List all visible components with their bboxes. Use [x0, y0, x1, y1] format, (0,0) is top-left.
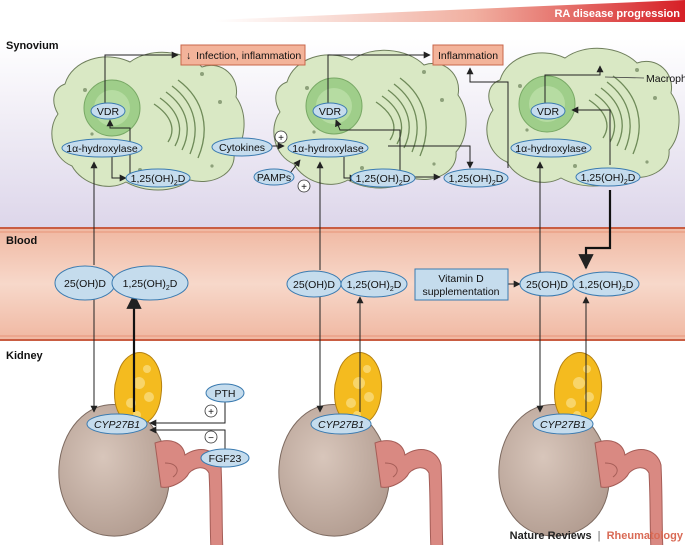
progression-label: RA disease progression	[554, 8, 680, 20]
cytokines-node: Cytokines	[211, 137, 273, 157]
svg-text:VDR: VDR	[537, 106, 560, 118]
svg-text:1α-hydroxylase: 1α-hydroxylase	[66, 143, 138, 155]
calcidiol-blood-2: 25(OH)D	[286, 270, 342, 298]
macrophage-cell-2	[273, 49, 467, 189]
svg-text:1α-hydroxylase: 1α-hydroxylase	[292, 143, 364, 155]
vdr-node-3: VDR	[530, 102, 566, 120]
calcidiol-blood-1: 25(OH)D	[54, 265, 116, 301]
svg-text:1,25(OH)2D: 1,25(OH)2D	[131, 173, 186, 187]
pamps-node: PAMPs	[253, 168, 295, 186]
svg-text:+: +	[278, 133, 284, 144]
hydroxylase-node-1: 1α-hydroxylase	[61, 138, 143, 158]
svg-text:1,25(OH)2D: 1,25(OH)2D	[579, 279, 634, 293]
svg-text:+: +	[208, 407, 214, 418]
vitamin-d-supplementation-box: Vitamin D supplementation	[414, 268, 509, 301]
svg-text:PTH: PTH	[215, 388, 236, 400]
kidney-2	[278, 352, 446, 550]
calcitriol-synovium-2a: 1,25(OH)2D	[350, 168, 416, 188]
svg-text:+: +	[301, 182, 307, 193]
svg-text:25(OH)D: 25(OH)D	[526, 279, 568, 291]
vdr-node-1: VDR	[90, 102, 126, 120]
svg-text:↓ Infection, inflammatio: ↓ Infection, inflammation	[186, 50, 301, 62]
svg-text:1,25(OH)2D: 1,25(OH)2D	[347, 279, 402, 293]
svg-text:PAMPs: PAMPs	[257, 172, 291, 184]
fgf23-node: FGF23	[200, 448, 250, 468]
cyp27b1-node-2: CYP27B1	[310, 413, 372, 435]
down-arrow-glyph: ↓	[186, 50, 191, 62]
macrophage-cell-3	[486, 47, 680, 187]
section-blood: Blood	[6, 235, 37, 247]
vdr-node-2: VDR	[312, 102, 348, 120]
svg-text:1,25(OH)2D: 1,25(OH)2D	[123, 278, 178, 292]
hydroxylase-node-2: 1α-hydroxylase	[287, 138, 369, 158]
svg-text:1,25(OH)2D: 1,25(OH)2D	[356, 173, 411, 187]
kidney-3	[498, 352, 666, 550]
infection-inflammation-box: ↓ Infection, inflammation	[180, 44, 306, 66]
calcitriol-synovium-1: 1,25(OH)2D	[125, 168, 191, 188]
calcitriol-synovium-3: 1,25(OH)2D	[575, 167, 641, 187]
svg-text:25(OH)D: 25(OH)D	[64, 278, 106, 290]
credit-line: Nature Reviews | Rheumatology	[510, 530, 684, 542]
svg-text:supplementation: supplementation	[422, 286, 499, 298]
svg-text:1,25(OH)2D: 1,25(OH)2D	[581, 172, 636, 186]
minus-fgf23: −	[204, 430, 218, 444]
svg-text:Vitamin D: Vitamin D	[438, 273, 484, 285]
calcitriol-synovium-2b: 1,25(OH)2D	[443, 168, 509, 188]
svg-text:1α-hydroxylase: 1α-hydroxylase	[515, 143, 587, 155]
svg-text:CYP27B1: CYP27B1	[318, 419, 364, 431]
cyp27b1-node-1: CYP27B1	[86, 413, 148, 435]
svg-text:FGF23: FGF23	[209, 453, 242, 465]
calcitriol-blood-3: 1,25(OH)2D	[572, 271, 640, 297]
pth-node: PTH	[205, 383, 245, 403]
plus-pth: +	[204, 404, 218, 418]
section-synovium: Synovium	[6, 40, 59, 52]
svg-text:25(OH)D: 25(OH)D	[293, 279, 335, 291]
svg-text:Inflammation: Inflammation	[438, 50, 498, 62]
cyp27b1-node-3: CYP27B1	[532, 413, 594, 435]
svg-text:−: −	[208, 433, 214, 444]
inflammation-box: Inflammation	[432, 44, 504, 66]
progression-triangle	[215, 0, 685, 22]
svg-text:CYP27B1: CYP27B1	[94, 419, 140, 431]
macrophage-label: Macrophage	[646, 73, 685, 85]
plus-cytokines: +	[274, 130, 288, 144]
svg-text:VDR: VDR	[97, 106, 120, 118]
svg-text:Cytokines: Cytokines	[219, 142, 265, 154]
calcitriol-blood-2: 1,25(OH)2D	[340, 270, 408, 298]
calcidiol-blood-3: 25(OH)D	[519, 271, 575, 297]
svg-text:1,25(OH)2D: 1,25(OH)2D	[449, 173, 504, 187]
hydroxylase-node-3: 1α-hydroxylase	[510, 138, 592, 158]
calcitriol-blood-1: 1,25(OH)2D	[111, 265, 189, 301]
svg-text:VDR: VDR	[319, 106, 342, 118]
svg-text:CYP27B1: CYP27B1	[540, 419, 586, 431]
plus-pamps: +	[297, 179, 311, 193]
section-kidney: Kidney	[6, 350, 44, 362]
kidney-1	[58, 352, 226, 550]
